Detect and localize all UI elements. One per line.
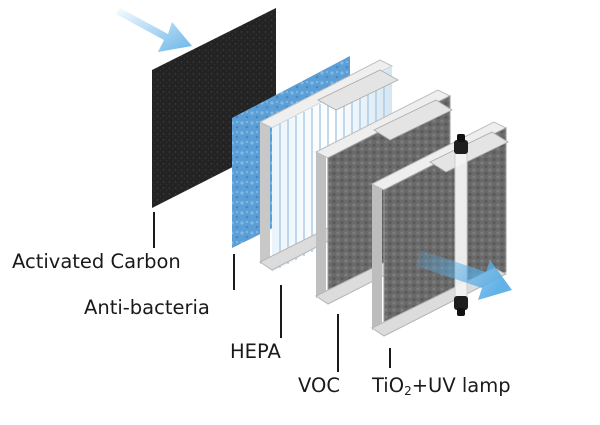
label-voc: VOC bbox=[298, 376, 340, 396]
label-tio2-subscript: 2 bbox=[404, 384, 412, 398]
label-activated-carbon: Activated Carbon bbox=[12, 252, 181, 272]
arrow-in-icon bbox=[116, 8, 192, 52]
label-tio2-prefix: TiO bbox=[372, 374, 404, 397]
label-hepa: HEPA bbox=[230, 342, 281, 362]
label-tio2-suffix: +UV lamp bbox=[412, 374, 511, 397]
label-anti-bacteria: Anti-bacteria bbox=[84, 298, 210, 318]
label-tio2-uv: TiO2+UV lamp bbox=[372, 376, 511, 397]
uv-lamp-icon bbox=[454, 134, 468, 316]
